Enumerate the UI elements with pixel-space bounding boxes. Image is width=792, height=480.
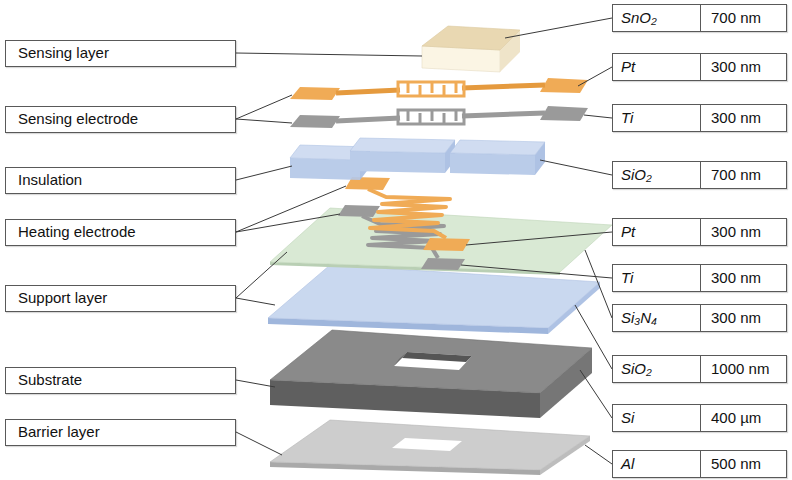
material-name: Si₃N₄	[613, 305, 701, 331]
insulation-layer	[290, 138, 545, 180]
material-thickness-box: Al500 nm	[612, 450, 787, 478]
material-name: SnO₂	[613, 5, 701, 31]
layer-name: Support layer	[6, 290, 107, 307]
sensing-electrode-pt	[290, 78, 588, 100]
layer-label-box: Sensing electrode	[5, 106, 236, 133]
layer-label-box: Barrier layer	[5, 419, 236, 446]
material-name: Al	[613, 451, 701, 477]
material-name: Ti	[613, 265, 701, 291]
material-thickness-box: Pt300 nm	[612, 218, 787, 246]
layer-thickness: 700 nm	[701, 5, 767, 31]
layer-thickness: 400 µm	[701, 405, 767, 431]
layer-thickness: 300 nm	[701, 265, 767, 291]
material-thickness-box: SnO₂700 nm	[612, 4, 787, 32]
layer-thickness: 300 nm	[701, 305, 767, 331]
layer-label-box: Sensing layer	[5, 40, 236, 67]
layer-label-box: Substrate	[5, 367, 236, 394]
layer-name: Sensing electrode	[6, 111, 138, 128]
substrate	[270, 330, 592, 418]
material-name: Pt	[613, 219, 701, 245]
layer-thickness: 700 nm	[701, 162, 767, 188]
sensing-layer	[422, 26, 520, 72]
support-nitride	[270, 208, 612, 275]
material-thickness-box: Ti300 nm	[612, 264, 787, 292]
layer-name: Sensing layer	[6, 45, 109, 62]
material-thickness-box: SiO₂1000 nm	[612, 355, 787, 383]
layer-name: Insulation	[6, 172, 82, 189]
support-oxide	[268, 265, 600, 334]
layer-label-box: Heating electrode	[5, 219, 236, 246]
layer-thickness: 500 nm	[701, 451, 767, 477]
heating-electrode-pt	[345, 177, 470, 251]
layer-name: Substrate	[6, 372, 82, 389]
layer-thickness: 300 nm	[701, 54, 767, 80]
layer-thickness: 300 nm	[701, 105, 767, 131]
layer-label-box: Support layer	[5, 285, 236, 312]
leader-lines	[236, 18, 612, 464]
material-thickness-box: Si400 µm	[612, 404, 787, 432]
layer-thickness: 1000 nm	[701, 356, 775, 382]
layer-name: Barrier layer	[6, 424, 100, 441]
material-name: SiO₂	[613, 356, 701, 382]
material-name: Si	[613, 405, 701, 431]
sensing-electrode-ti	[290, 106, 588, 128]
layer-thickness: 300 nm	[701, 219, 767, 245]
material-thickness-box: Si₃N₄300 nm	[612, 304, 787, 332]
layer-name: Heating electrode	[6, 224, 136, 241]
material-name: SiO₂	[613, 162, 701, 188]
material-thickness-box: SiO₂700 nm	[612, 161, 787, 189]
material-thickness-box: Ti300 nm	[612, 104, 787, 132]
material-name: Ti	[613, 105, 701, 131]
material-thickness-box: Pt300 nm	[612, 53, 787, 81]
material-name: Pt	[613, 54, 701, 80]
barrier-layer	[270, 420, 590, 475]
layer-label-box: Insulation	[5, 167, 236, 194]
